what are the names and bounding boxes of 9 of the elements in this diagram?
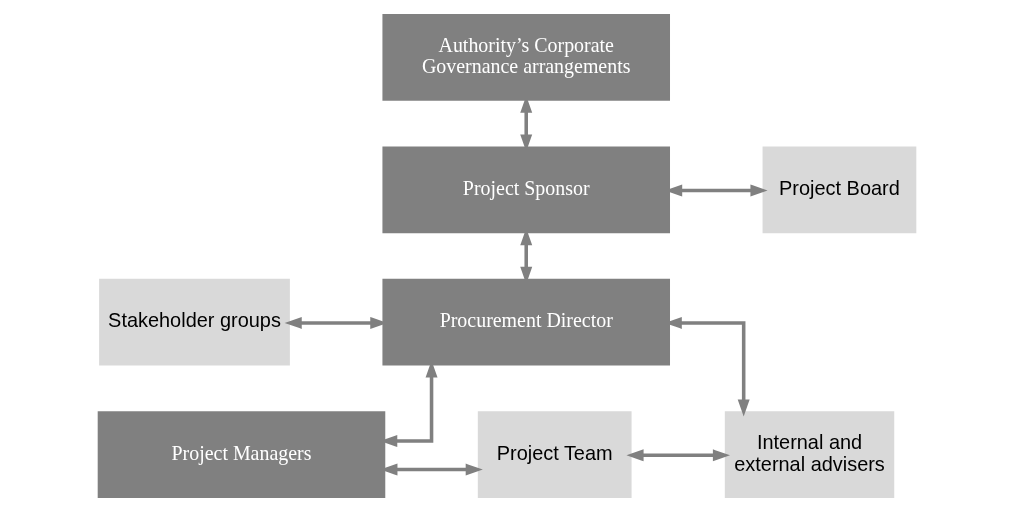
node-box: Procurement Director — [382, 278, 670, 366]
node-box: Stakeholder groups — [99, 278, 290, 366]
node-box: Authority’s Corporate Governance arrangements — [382, 14, 670, 101]
node-box: Project Board — [762, 146, 917, 234]
node-box: Internal and external advisers — [724, 411, 895, 498]
node-box: Project Sponsor — [382, 146, 670, 234]
arrow — [626, 449, 731, 462]
node-box: Project Managers — [97, 411, 386, 498]
node-box: Project Team — [477, 411, 632, 498]
